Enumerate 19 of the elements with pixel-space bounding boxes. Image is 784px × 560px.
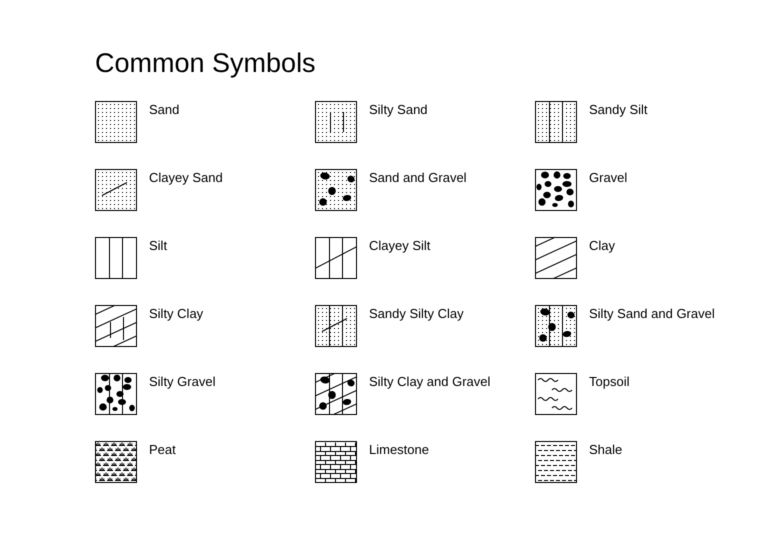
- legend-label: Topsoil: [589, 374, 630, 390]
- legend-label: Silty Gravel: [149, 374, 216, 390]
- diagram-title: Common Symbols: [95, 50, 316, 77]
- legend-label: Clay: [589, 238, 616, 254]
- legend-label: Sand and Gravel: [369, 170, 467, 186]
- legend-label: Clayey Silt: [369, 238, 430, 254]
- legend-label: Silt: [149, 238, 168, 254]
- legend-label: Silty Sand and Gravel: [589, 306, 715, 322]
- legend-label: Sandy Silty Clay: [369, 306, 464, 322]
- legend-label: Silty Clay: [149, 306, 204, 322]
- legend-label: Peat: [149, 442, 176, 458]
- legend-label: Sand: [149, 102, 180, 118]
- legend-label: Limestone: [369, 442, 429, 458]
- legend-label: Gravel: [589, 170, 628, 186]
- legend-label: Silty Sand: [369, 102, 428, 118]
- legend-label: Shale: [589, 442, 622, 458]
- legend-label: Clayey Sand: [149, 170, 223, 186]
- legend-label: Silty Clay and Gravel: [369, 374, 490, 390]
- legend-label: Sandy Silt: [589, 102, 648, 118]
